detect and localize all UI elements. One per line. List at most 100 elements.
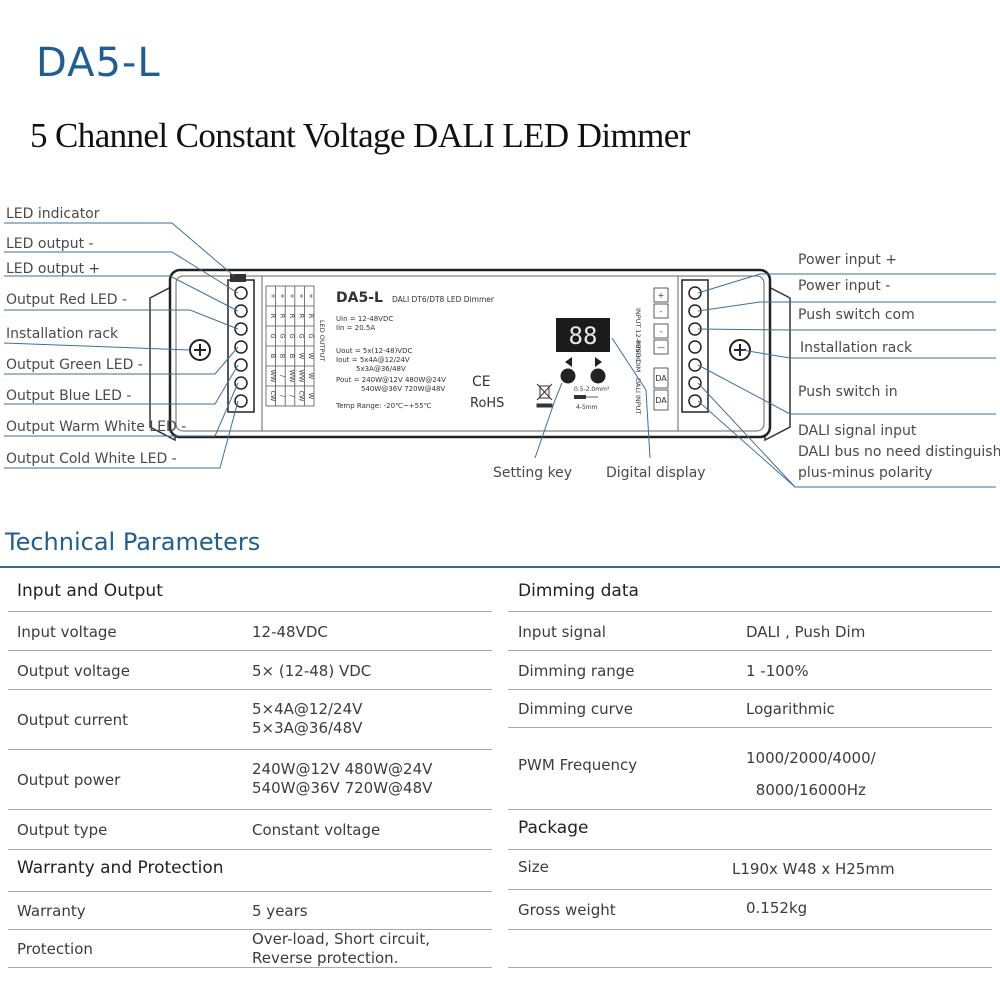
param-label: PWM Frequency: [518, 756, 638, 774]
channel-grid-cell: G: [288, 333, 296, 338]
wire-gauge-label: 0.5-2.0mm²: [574, 386, 610, 393]
table-row: Output voltage 5× (12-48) VDC: [8, 651, 492, 690]
rohs-mark: RoHS: [470, 396, 504, 411]
param-label: Input voltage: [17, 623, 117, 641]
section-title: Input and Output: [17, 581, 163, 601]
param-label: Size: [518, 858, 549, 876]
param-label: Dimming curve: [518, 700, 633, 718]
section-title: Warranty and Protection: [17, 858, 224, 878]
digital-display-readout: 88: [569, 322, 598, 350]
input-output-table: Input and Output Input voltage 12-48VDC …: [8, 570, 492, 970]
channel-grid-cell: +: [298, 293, 306, 298]
push-dim-label: PUSH DIM: [634, 340, 642, 372]
setting-key-callout: Setting key: [493, 465, 572, 481]
left-callout-label: LED output -: [6, 236, 94, 252]
bottom-leader-lines: [534, 337, 651, 459]
section-title: Package: [518, 818, 589, 838]
table-row: Protection Over-load, Short circuit, Rev…: [8, 930, 492, 968]
channel-grid-cell: WW: [288, 370, 296, 383]
channel-grid-cell: R: [288, 314, 296, 319]
channel-grid-cell: B: [278, 354, 286, 358]
digital-display: [556, 318, 610, 352]
channel-grid-cell: /: [278, 395, 286, 398]
table-row: PWM Frequency 1000/2000/4000/ 8000/16000…: [508, 728, 992, 810]
param-value: DALI , Push Dim: [746, 623, 866, 641]
device-pout-2: 540W@36V 720W@48V: [361, 385, 445, 393]
right-callout-label: Power input +: [798, 252, 897, 268]
table-row: Output power 240W@12V 480W@24V 540W@36V …: [8, 750, 492, 810]
param-value: Logarithmic: [746, 700, 835, 718]
strip-length-label: 4-5mm: [576, 404, 598, 411]
empty-row: [508, 930, 992, 968]
param-value: 0.152kg: [746, 899, 808, 917]
channel-grid-cell: +: [307, 293, 315, 298]
device-temp-range: Temp Range: -20℃~+55℃: [335, 402, 432, 410]
param-value: 5× (12-48) VDC: [252, 662, 372, 680]
param-value: 1000/2000/4000/ 8000/16000Hz: [746, 749, 876, 799]
left-callout-label: Output Blue LED -: [6, 388, 131, 404]
device-description: DALI DT6/DT8 LED Dimmer: [392, 295, 495, 304]
product-subtitle: 5 Channel Constant Voltage DALI LED Dimm…: [30, 116, 690, 155]
param-label: Protection: [17, 940, 93, 958]
channel-grid-cell: W: [307, 373, 315, 380]
channel-grid-cell: +: [288, 293, 296, 298]
param-value: L190x W48 x H25mm: [732, 860, 895, 878]
left-leader-lines: [3, 222, 239, 469]
device-body: [149, 268, 791, 442]
setting-key-left[interactable]: [560, 368, 576, 384]
param-value: 240W@12V 480W@24V 540W@36V 720W@48V: [252, 760, 433, 797]
channel-grid-cell: G: [307, 333, 315, 338]
right-terminal-label: +: [658, 291, 665, 300]
channel-grid-cell: CW: [298, 391, 306, 403]
left-callout-label: LED indicator: [6, 206, 100, 222]
setting-key-right[interactable]: [590, 368, 606, 384]
table-row: Output current 5×4A@12/24V 5×3A@36/48V: [8, 690, 492, 750]
channel-grid-cell: W: [307, 393, 315, 400]
table-row: Size L190x W48 x H25mm: [508, 850, 992, 890]
technical-parameters-heading: Technical Parameters: [5, 528, 261, 556]
param-value: Over-load, Short circuit, Reverse protec…: [252, 930, 430, 967]
right-arrow-icon: [595, 357, 602, 367]
product-model-title: DA5-L: [36, 40, 161, 86]
right-terminal-label: DA: [655, 396, 667, 405]
digital-display-callout: Digital display: [606, 465, 706, 481]
channel-grid-cell: +: [269, 293, 277, 298]
param-value: 5×4A@12/24V 5×3A@36/48V: [252, 700, 363, 737]
channel-grid-cell: WW: [298, 370, 306, 383]
param-label: Input signal: [518, 623, 606, 641]
param-label: Output power: [17, 771, 121, 789]
input-voltage-label: INPUT 12-48VDC: [634, 308, 642, 363]
table-row: Input voltage 12-48VDC: [8, 612, 492, 651]
device-iin: Iin = 20.5A: [336, 324, 375, 332]
channel-grid-cell: /: [278, 375, 286, 378]
channel-grid-cell: WW: [269, 370, 277, 383]
left-callout-label: Installation rack: [6, 326, 119, 342]
table-row: Dimming range 1 -100%: [508, 651, 992, 690]
device-pout-1: Pout = 240W@12V 480W@24V: [336, 376, 446, 384]
right-callout-label: plus-minus polarity: [798, 465, 932, 481]
section-header-row: Warranty and Protection: [8, 850, 492, 892]
right-callout-label: Push switch com: [798, 307, 915, 323]
heading-divider: [0, 566, 1000, 568]
table-row: Output type Constant voltage: [8, 810, 492, 850]
right-leader-lines: [697, 273, 996, 488]
param-value: Constant voltage: [252, 821, 381, 839]
param-label: Output voltage: [17, 662, 130, 680]
channel-grid-cell: R: [298, 314, 306, 319]
table-row: Gross weight 0.152kg: [508, 890, 992, 930]
channel-grid-cell: /: [288, 395, 296, 398]
table-row: Warranty 5 years: [8, 892, 492, 930]
table-row: Input signal DALI , Push Dim: [508, 612, 992, 651]
channel-grid-cell: G: [269, 333, 277, 338]
right-callout-label: Power input -: [798, 278, 890, 294]
channel-grid-cell: G: [298, 333, 306, 338]
weee-bin-icon: [536, 383, 553, 408]
right-callout-label: DALI signal input: [798, 423, 917, 439]
channel-grid-cell: B: [269, 354, 277, 358]
param-label: Warranty: [17, 902, 86, 920]
dimming-package-table: Dimming data Input signal DALI , Push Di…: [508, 570, 992, 970]
device-model-label: DA5-L: [336, 290, 383, 306]
left-callout-label: Output Red LED -: [6, 292, 127, 308]
